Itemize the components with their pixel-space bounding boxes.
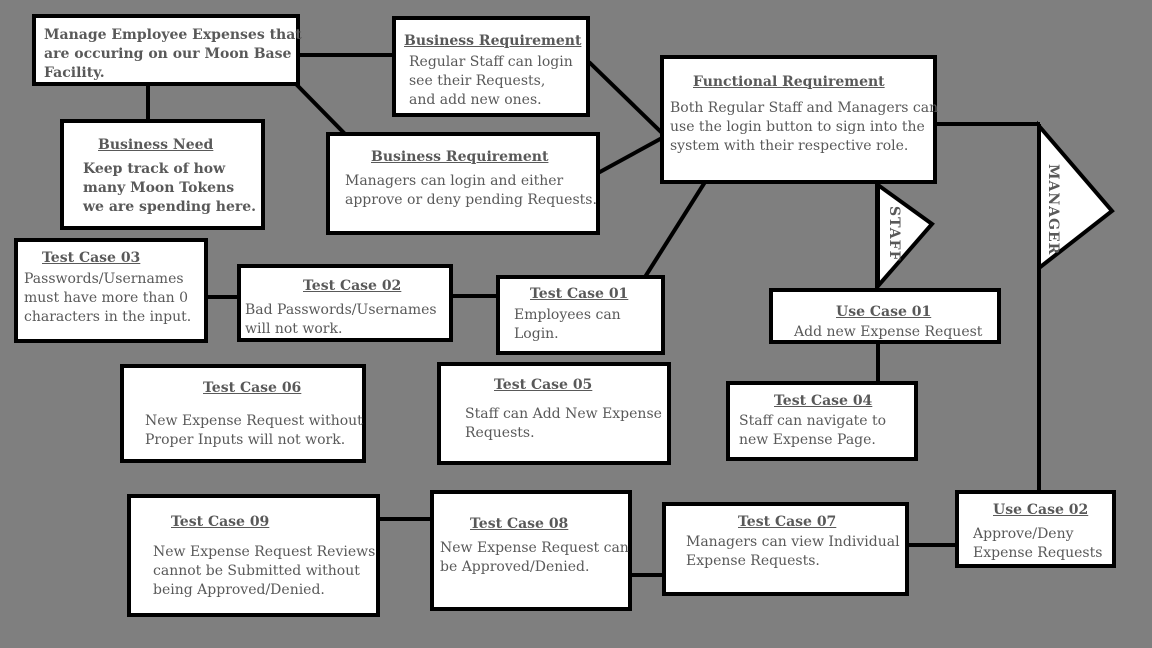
test-case-05-text: Staff can Add New Expense Requests. [465,406,662,441]
test-case-03-text: Passwords/Usernames must have more than … [24,271,192,325]
manager-arrow [1037,120,1115,273]
business-requirement-managers-text: Managers can login and either approve or… [345,173,597,208]
use-case-02-text: Approve/Deny Expense Requests [973,526,1103,561]
edge-br-staff-to-fr [587,60,664,135]
edge-br-managers-to-fr [597,136,663,175]
test-case-02-box: Test Case 02 Bad Passwords/Usernames wil… [237,264,453,342]
main-goal-text: Manage Employee Expenses that are occuri… [44,27,302,81]
use-case-01-text: Add new Expense Request [794,324,983,340]
business-requirement-managers-box: Business Requirement Managers can login … [326,132,600,235]
staff-arrow-label: STAFF [886,206,902,262]
staff-arrow [876,181,935,292]
business-requirement-managers-title: Business Requirement [371,149,549,165]
test-case-05-title: Test Case 05 [494,377,593,393]
test-case-09-box: Test Case 09 New Expense Request Reviews… [127,494,380,617]
test-case-09-text: New Expense Request Reviews cannot be Su… [153,544,376,598]
functional-requirement-title: Functional Requirement [693,74,885,90]
test-case-02-text: Bad Passwords/Usernames will not work. [245,302,437,337]
test-case-05-box: Test Case 05 Staff can Add New Expense R… [437,362,671,465]
test-case-07-text: Managers can view Individual Expense Req… [686,534,900,569]
test-case-03-title: Test Case 03 [42,250,141,266]
business-need-text: Keep track of how many Moon Tokens we ar… [83,161,257,215]
test-case-08-title: Test Case 08 [470,516,569,532]
test-case-07-title: Test Case 07 [738,514,837,530]
test-case-01-text: Employees can Login. [514,307,621,342]
use-case-02-title: Use Case 02 [993,502,1089,518]
use-case-01-title: Use Case 01 [836,304,932,320]
use-case-02-box: Use Case 02 Approve/Deny Expense Request… [955,490,1116,568]
business-requirement-staff-box: Business Requirement Regular Staff can l… [392,16,590,117]
test-case-02-title: Test Case 02 [303,278,402,294]
test-case-01-box: Test Case 01 Employees can Login. [496,275,665,355]
test-case-03-box: Test Case 03 Passwords/Usernames must ha… [14,238,208,343]
test-case-04-title: Test Case 04 [774,393,873,409]
functional-requirement-text: Both Regular Staff and Managers can use … [670,100,939,154]
test-case-04-text: Staff can navigate to new Expense Page. [739,413,887,448]
test-case-08-box: Test Case 08 New Expense Request can be … [430,490,632,611]
test-case-01-title: Test Case 01 [530,286,629,302]
use-case-01-box: Use Case 01 Add new Expense Request [769,288,1001,344]
test-case-09-title: Test Case 09 [171,514,270,530]
business-requirement-staff-title: Business Requirement [404,33,582,49]
functional-requirement-box: Functional Requirement Both Regular Staf… [660,55,939,184]
test-case-06-box: Test Case 06 New Expense Request without… [120,364,366,463]
edge-goal-to-br-managers [293,81,348,137]
test-case-06-text: New Expense Request without Proper Input… [145,413,363,448]
test-case-08-text: New Expense Request can be Approved/Deni… [440,540,629,575]
business-need-box: Business Need Keep track of how many Moo… [60,119,265,230]
test-case-06-title: Test Case 06 [203,380,302,396]
business-requirement-staff-text: Regular Staff can login see their Reques… [409,54,573,108]
business-need-title: Business Need [98,137,214,153]
test-case-07-box: Test Case 07 Managers can view Individua… [662,502,909,596]
main-goal-box: Manage Employee Expenses that are occuri… [32,14,302,86]
manager-arrow-label: MANAGER [1045,164,1061,256]
edge-fr-to-tc01 [643,180,707,279]
test-case-04-box: Test Case 04 Staff can navigate to new E… [726,381,918,461]
